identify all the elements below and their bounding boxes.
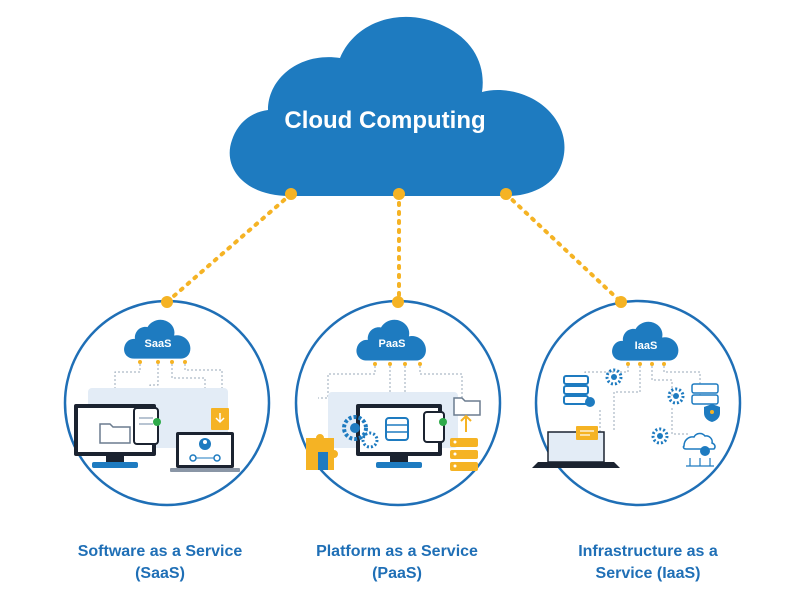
dot-iaas-top (500, 188, 512, 200)
phone-icon (423, 411, 447, 443)
connector-saas (165, 192, 293, 304)
iaas-circle: IaaS (532, 296, 742, 507)
check-icon (153, 418, 161, 426)
phone-icon (133, 407, 159, 445)
connector-iaas (504, 192, 623, 304)
paas-circle: PaaS (294, 296, 502, 507)
iaas-cloud-label: IaaS (635, 340, 658, 352)
document-icon (211, 408, 229, 430)
database-icon (563, 375, 595, 407)
user-icon (189, 438, 221, 462)
laptop-icon (532, 426, 620, 468)
paas-label: Platform as a Service (PaaS) (277, 541, 517, 585)
puzzle-icon (306, 434, 338, 470)
main-cloud (229, 16, 565, 196)
folder-icon (453, 397, 481, 432)
server-icon (450, 438, 478, 471)
network-icon (682, 432, 716, 467)
paas-cloud-label: PaaS (379, 338, 406, 350)
iaas-label-line2: Service (IaaS) (595, 565, 701, 582)
saas-cloud-label: SaaS (145, 338, 172, 350)
folder-icon (99, 423, 131, 444)
gear-icon (342, 415, 379, 449)
shield-icon (704, 404, 720, 422)
gear-icon (605, 368, 685, 445)
dot-saas-top (285, 188, 297, 200)
iaas-label-line1: Infrastructure as a (578, 543, 718, 560)
main-title: Cloud Computing (284, 107, 486, 134)
iaas-label: Infrastructure as a Service (IaaS) (528, 541, 768, 585)
database-icon (385, 417, 409, 441)
paas-label-line2: (PaaS) (372, 565, 422, 582)
connectors (165, 192, 623, 304)
saas-label-line1: Software as a Service (77, 543, 243, 560)
server-icon (691, 383, 719, 405)
dot-paas-top (393, 188, 405, 200)
saas-label-line2: (SaaS) (135, 565, 185, 582)
connector-dots (285, 188, 512, 200)
saas-circle: SaaS (63, 296, 271, 507)
paas-label-line1: Platform as a Service (316, 543, 478, 560)
saas-label: Software as a Service (SaaS) (40, 541, 280, 585)
